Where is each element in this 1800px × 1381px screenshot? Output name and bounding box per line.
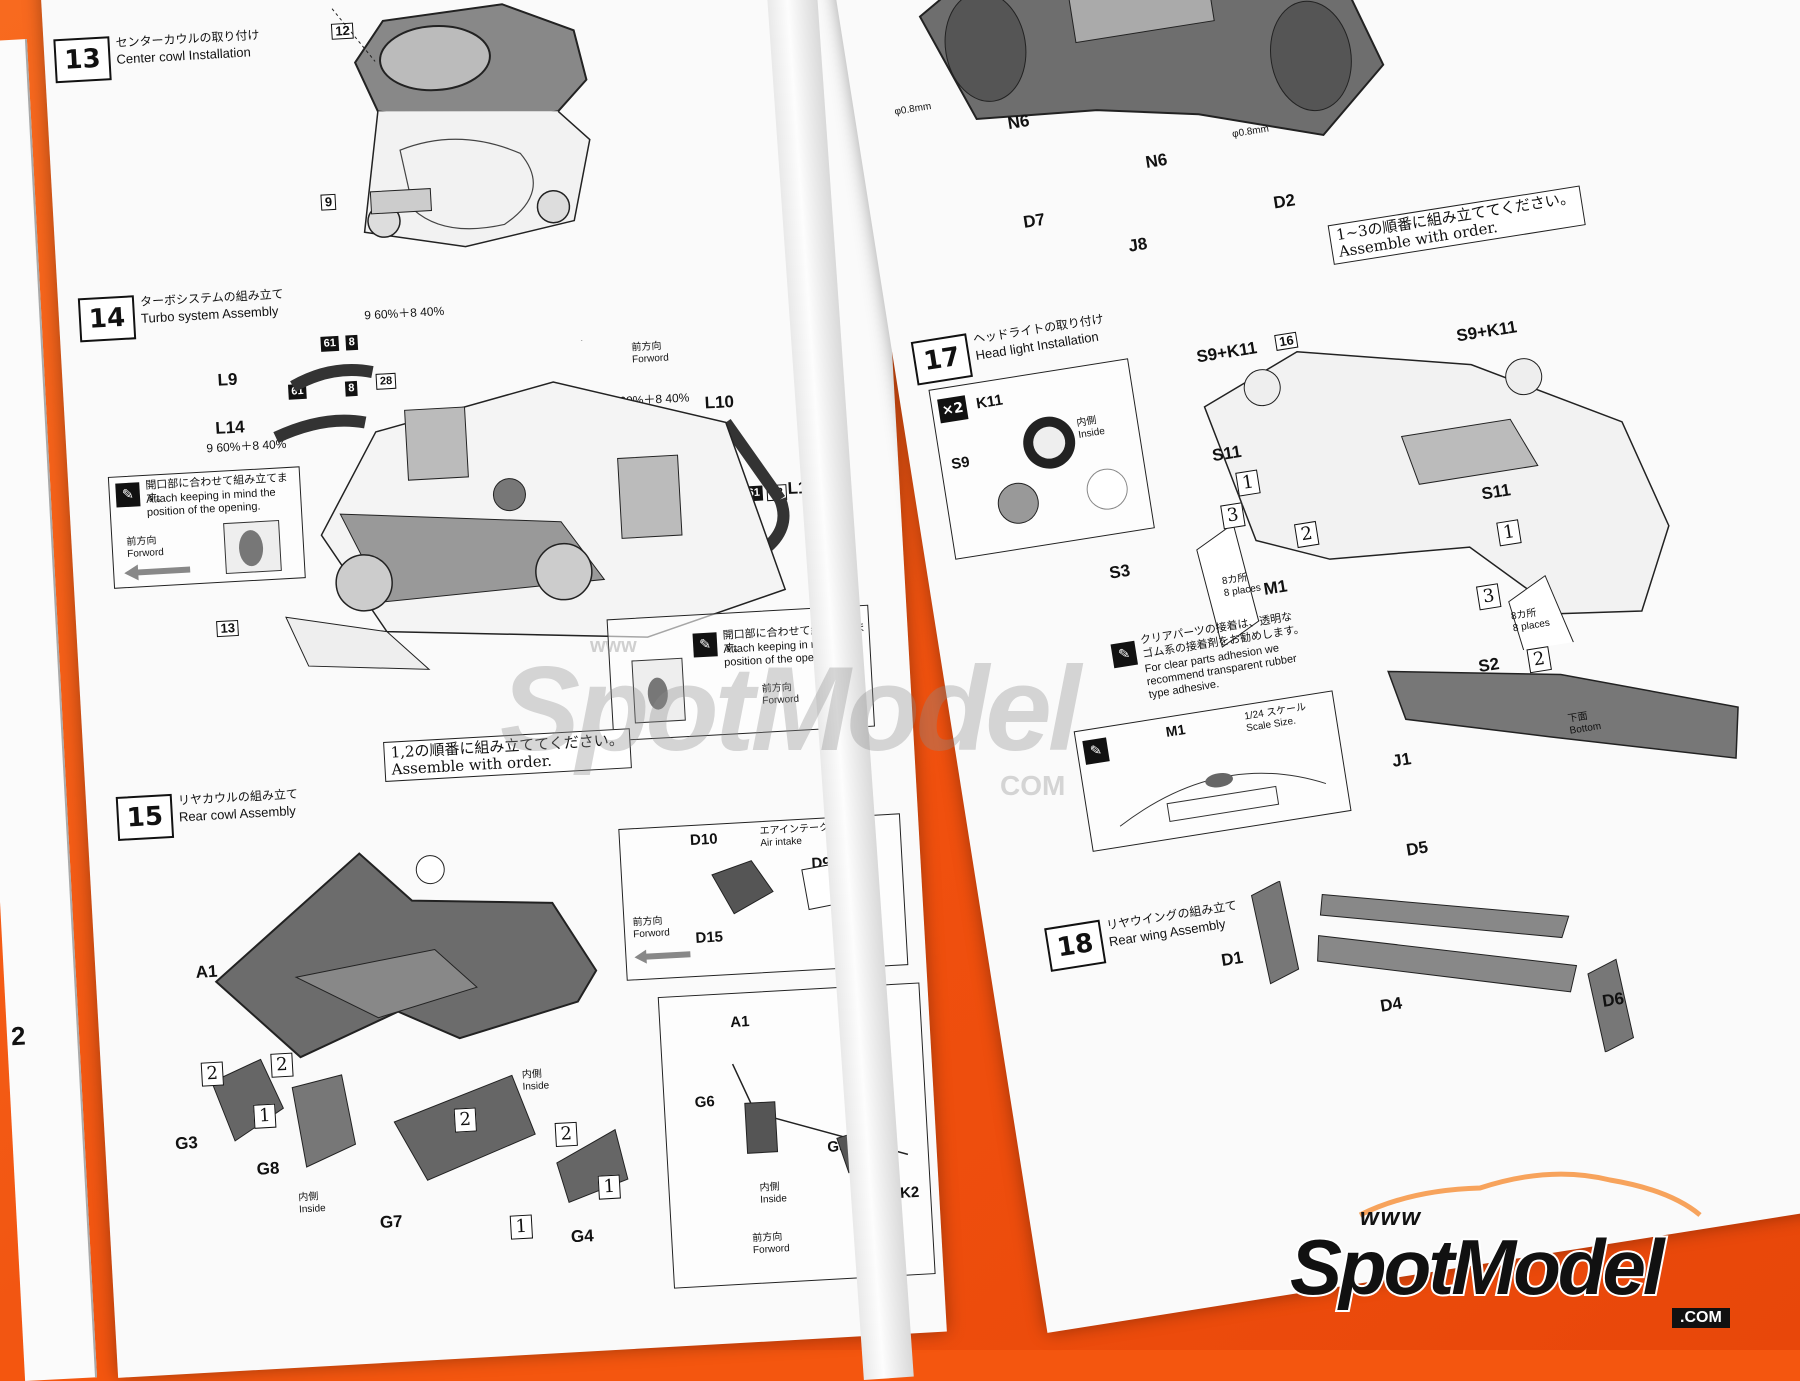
forward-jp-4: 前方向: [752, 1231, 783, 1245]
forward-en-3: Forword: [632, 927, 671, 941]
part-g4: G4: [570, 1226, 595, 1247]
part-d15: D15: [695, 928, 724, 947]
part-g6: G6: [694, 1093, 716, 1112]
opening-detail-drawing: [223, 519, 282, 575]
front-body-drawing: [1196, 350, 1670, 670]
order-note-17: 1~3の順番に組み立ててください。 Assemble with order.: [1327, 185, 1586, 265]
step-14-number: 14: [77, 295, 137, 343]
forward-label-en: Forword: [631, 352, 670, 366]
order-1-b: 1: [597, 1174, 621, 1200]
part-d5: D5: [1404, 837, 1430, 860]
turbo-system-drawing: [273, 325, 790, 670]
order-2-d: 2: [554, 1121, 578, 1148]
air-intake-en: Air intake: [760, 835, 803, 850]
part-n6-a: N6: [1006, 110, 1031, 134]
part-l14: L14: [214, 417, 246, 438]
part-k2: K2: [899, 1183, 920, 1202]
part-d4: D4: [1378, 993, 1404, 1016]
ref-13: 13: [216, 619, 240, 638]
forward-jp: 前方向: [126, 535, 157, 549]
order-2-a: 2: [200, 1061, 224, 1087]
inside-en-3: Inside: [759, 1193, 788, 1206]
watermark-www: www: [590, 635, 637, 657]
part-g8: G8: [256, 1158, 280, 1179]
step-17-number: 17: [910, 333, 973, 386]
scale-drawing: [1119, 772, 1327, 827]
watermark-com: COM: [1000, 770, 1066, 801]
logo-www: www: [1360, 1204, 1423, 1231]
watermark-brand: SpotModel: [500, 642, 1081, 776]
inside-en-1: Inside: [522, 1080, 550, 1093]
part-j8: J8: [1126, 233, 1149, 256]
air-intake-jp: エアインテーク: [759, 822, 830, 838]
forward-label-jp: 前方向: [631, 340, 662, 354]
order-1-a: 1: [253, 1103, 277, 1129]
part-d6: D6: [1600, 988, 1626, 1011]
step-18-number: 18: [1044, 919, 1107, 972]
order-1-c: 1: [509, 1214, 534, 1240]
rear-cowl-drawing: [211, 852, 629, 1204]
part-l9: L9: [217, 369, 238, 390]
pnum-8-a: 8: [345, 334, 359, 351]
logo-brand: SpotModel: [1288, 1221, 1667, 1313]
order-3-a: 3: [1220, 502, 1246, 530]
part-s9: S9: [950, 453, 971, 474]
part-g7: G7: [379, 1211, 404, 1232]
forward-arrow-icon-3: [634, 949, 691, 964]
instruction-page-left: 13 センターカウルの取り付け Center cowl Installation…: [40, 0, 947, 1378]
opening-note-box-2: ✎ 開口部に合わせて組み立てます。 Attach keeping in mind…: [606, 604, 875, 742]
rear-body-drawing: [918, 0, 1385, 137]
part-d10: D10: [689, 830, 719, 850]
pnum-61-a: 61: [320, 335, 340, 352]
inside-jp-3: 内側: [759, 1181, 780, 1194]
step-13-number: 13: [53, 36, 112, 84]
part-m1: M1: [1262, 576, 1289, 599]
logo-com: .COM: [1672, 1308, 1730, 1328]
part-a1-right: A1: [729, 1013, 750, 1032]
opening-detail-drawing-2: [631, 657, 686, 724]
part-d2: D2: [1272, 190, 1297, 213]
headlight-parts-drawing: [997, 416, 1128, 524]
inside-en-2: Inside: [298, 1202, 327, 1216]
headlight-detail-box: ×2 K11 S9 内側 Inside: [928, 358, 1155, 560]
part-d1: D1: [1219, 947, 1245, 970]
spotmodel-logo: www SpotModel .COM: [1288, 1160, 1760, 1330]
rear-wing-drawing: [1250, 880, 1635, 1053]
order-2-c: 2: [453, 1107, 477, 1133]
glue-icon-3: ✎: [1110, 640, 1138, 669]
order-2-b: 2: [270, 1052, 294, 1078]
forward-jp-3: 前方向: [632, 915, 663, 929]
inside-jp-1: 内側: [521, 1068, 543, 1081]
part-a1-left: A1: [195, 961, 218, 982]
part-s3: S3: [1107, 560, 1132, 583]
glue-icon-4: ✎: [1082, 737, 1110, 765]
part-m1-detail: M1: [1164, 721, 1187, 740]
order-2-e: 2: [1293, 520, 1320, 549]
logo-car-outline: [1358, 1171, 1702, 1218]
edge-page-number: 2: [10, 1020, 27, 1052]
part-k11: K11: [974, 391, 1004, 413]
opening-note-box: ✎ 開口部に合わせて組み立てます。 Attach keeping in mind…: [107, 466, 306, 589]
glue-icon: ✎: [115, 482, 141, 508]
inside-jp-2: 内側: [298, 1191, 319, 1204]
order-1-e: 1: [1496, 519, 1522, 547]
x2-badge: ×2: [937, 395, 969, 424]
part-n6-b: N6: [1144, 149, 1169, 173]
step-15-number: 15: [115, 793, 175, 841]
part-j1: J1: [1390, 749, 1413, 771]
order-1-d: 1: [1235, 469, 1261, 497]
part-g3: G3: [174, 1133, 199, 1154]
forward-arrow-icon: [124, 564, 191, 581]
undertray-drawing: [1387, 670, 1739, 759]
instruction-page-right: N6 N6 D7 J8 D2 φ0.8mm φ0.8mm 1~3の順番に組み立て…: [830, 0, 1800, 1333]
center-cowl-drawing: [331, 3, 591, 248]
forward-en: Forword: [126, 546, 165, 561]
part-d7: D7: [1021, 209, 1047, 232]
paint-mix-top: 9 60%＋8 40%: [363, 303, 445, 323]
scale-detail-box: ✎ M1 1/24 スケール Scale Size.: [1073, 690, 1352, 852]
forward-en-4: Forword: [752, 1243, 790, 1257]
order-3-b: 3: [1475, 583, 1502, 611]
